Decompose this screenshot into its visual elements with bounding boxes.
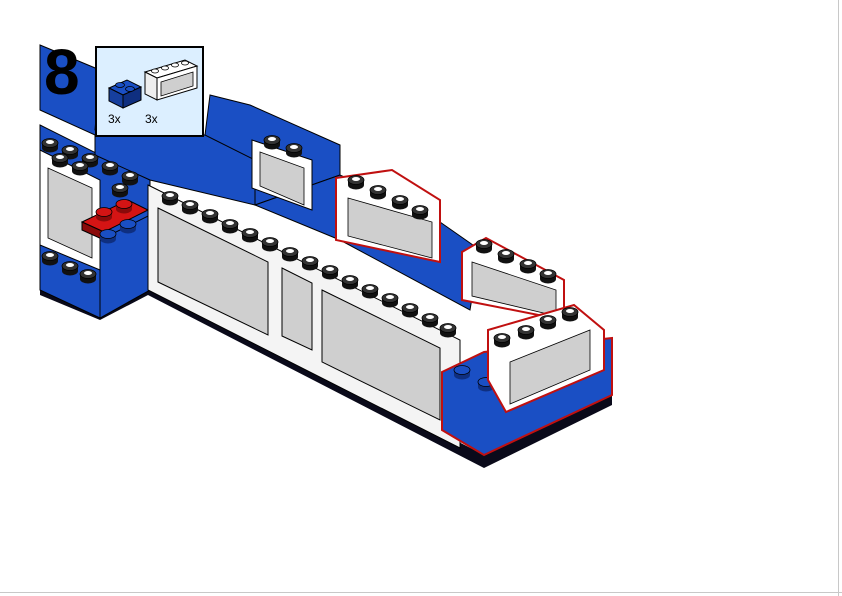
front-door-glass (281, 267, 313, 351)
step-number: 8 (44, 36, 80, 108)
page-border-bottom (0, 592, 842, 593)
left-window-glass (47, 167, 93, 259)
white-window-1x4x2-icon (143, 59, 199, 101)
part-quantity: 3x (108, 112, 121, 126)
new-window-1 (335, 168, 441, 264)
page-border-right (838, 0, 839, 596)
new-window-3 (487, 303, 605, 414)
parts-callout: 3x 3x (95, 46, 204, 137)
front-window-2-glass (321, 289, 441, 421)
blue-brick-1x2-icon (107, 79, 143, 109)
new-window-2 (461, 236, 565, 322)
part-quantity: 3x (145, 112, 158, 126)
front-window-1-glass (157, 207, 269, 336)
